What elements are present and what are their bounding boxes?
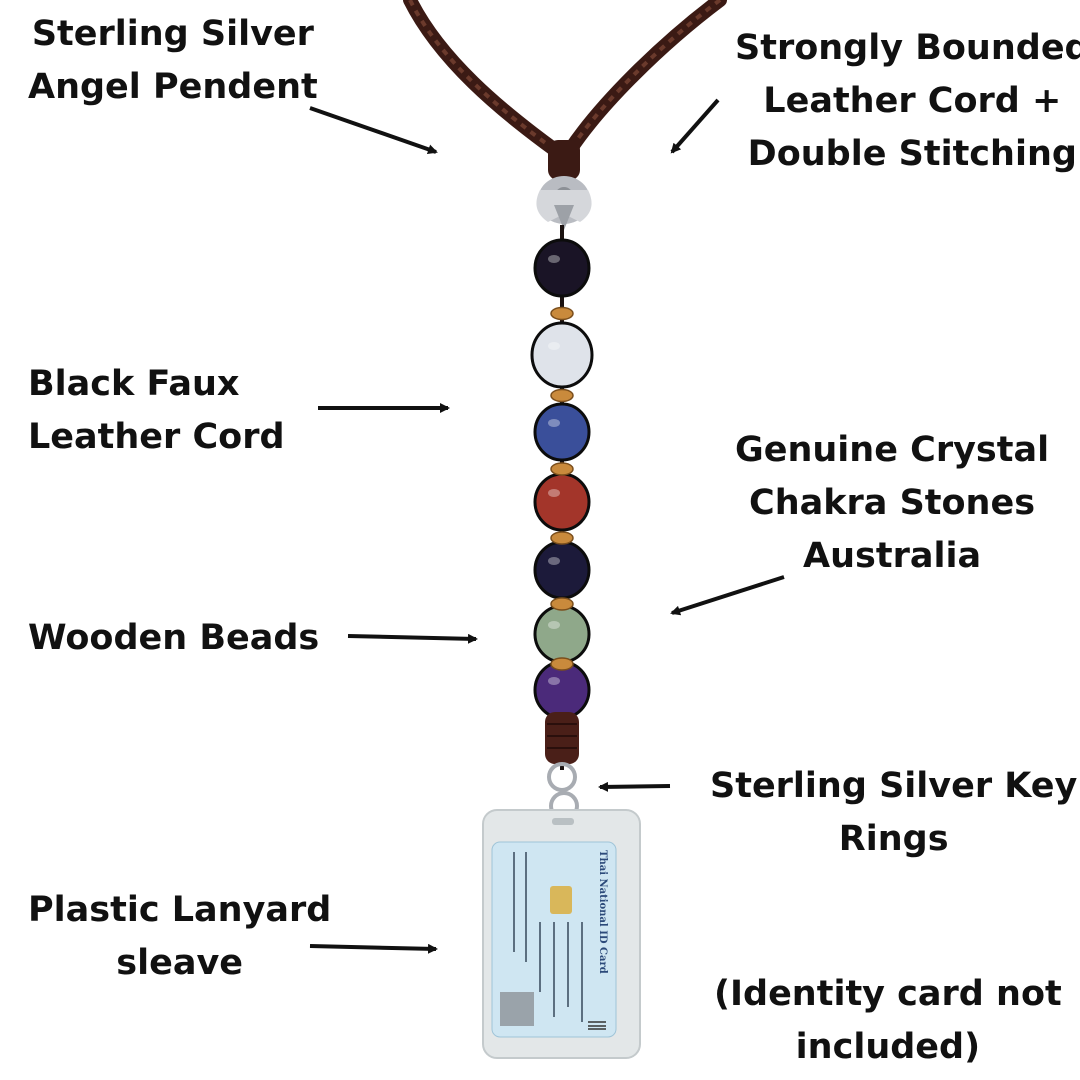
barcode — [588, 1021, 606, 1030]
label-angel-pendant: Sterling Silver Angel Pendent — [28, 14, 318, 107]
label-chakra-stones: Genuine Crystal Chakra Stones Australia — [735, 430, 1050, 576]
wooden-bead — [550, 306, 574, 321]
chakra-stone — [533, 472, 591, 532]
stone-highlight — [548, 621, 560, 629]
wooden-bead — [550, 657, 574, 671]
label-black-faux-cord: Black Faux Leather Cord — [28, 364, 285, 457]
chip-icon — [550, 886, 572, 914]
wooden-bead — [550, 462, 574, 476]
chakra-stone — [533, 238, 591, 298]
label-disclaimer: (Identity card not included) — [714, 974, 1062, 1067]
cord-wrap — [545, 712, 579, 764]
photo-placeholder — [500, 992, 534, 1026]
chakra-stone — [530, 321, 594, 389]
label-key-rings: Sterling Silver Key Rings — [710, 766, 1078, 859]
wooden-beads — [550, 306, 574, 671]
chakra-stone — [533, 402, 591, 462]
stone-highlight — [548, 677, 560, 685]
chakra-stone — [533, 540, 591, 600]
angel-pendant — [536, 176, 592, 230]
callout-arrows — [309, 98, 785, 954]
stone-highlight — [548, 419, 560, 427]
chakra-stone — [533, 604, 591, 664]
label-leather-cord-stitching: Strongly Bounded Leather Cord + Double S… — [735, 28, 1080, 174]
stone-highlight — [548, 489, 560, 497]
wooden-bead — [550, 388, 574, 403]
stone-highlight — [548, 342, 560, 350]
braided-leather-cord — [403, 0, 727, 180]
stone-highlight — [548, 255, 560, 263]
wooden-bead — [550, 597, 574, 611]
id-card-title: Thai National ID Card — [597, 850, 608, 974]
wooden-bead — [550, 531, 574, 545]
stone-highlight — [548, 557, 560, 565]
label-plastic-sleeve: Plastic Lanyard sleave — [28, 890, 332, 983]
label-wooden-beads: Wooden Beads — [28, 618, 320, 658]
id-card: Thai National ID Card — [491, 841, 617, 1038]
